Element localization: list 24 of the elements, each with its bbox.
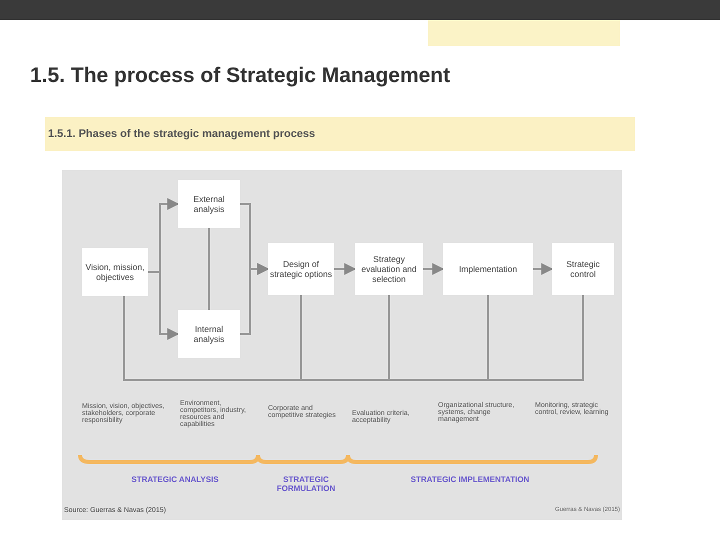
node-text: Strategy evaluation and selection: [360, 254, 418, 284]
connector-arrow: [423, 263, 444, 275]
subtitle: 1.5.1. Phases of the strategic management process: [48, 128, 316, 140]
node-text: External analysis: [192, 194, 226, 214]
process-box: [552, 243, 614, 295]
phase-label: STRATEGIC ANALYSIS: [130, 475, 220, 484]
node-text: Strategic control: [565, 259, 601, 279]
phase-label: STRATEGIC FORMULATION: [276, 475, 336, 493]
process-box: [178, 180, 240, 228]
connector-arrow: [240, 263, 270, 335]
process-box: [443, 243, 533, 295]
connector-arrow: [334, 263, 356, 275]
phase-label: STRATEGIC IMPLEMENTATION: [410, 475, 530, 484]
node-text: Vision, mission, objectives: [84, 262, 146, 282]
connector-arrow: [148, 271, 180, 340]
connector-arrow: [533, 263, 554, 275]
node-text: Implementation: [458, 264, 518, 274]
slide-title: 1.5. The process of Strategic Management: [30, 64, 450, 88]
node-text: Internal analysis: [192, 324, 226, 344]
node-text: Design of strategic options: [270, 259, 332, 279]
process-box: [268, 243, 334, 295]
process-box: [355, 243, 423, 295]
process-box: [82, 248, 148, 296]
process-box: [178, 310, 240, 358]
